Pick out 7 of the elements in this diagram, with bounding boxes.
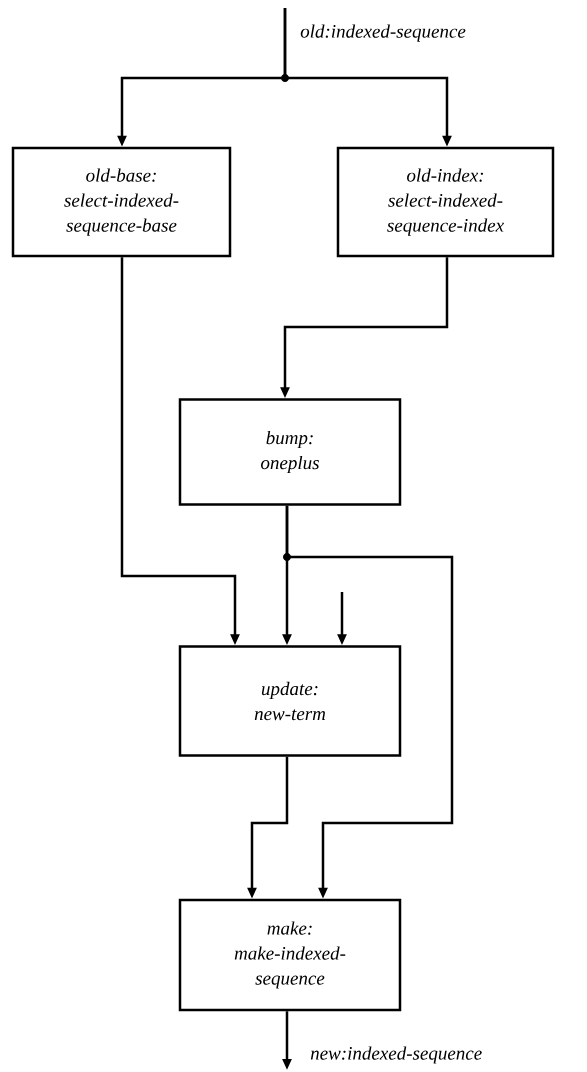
process-box: old-base: select-indexed-sequence-base [11, 146, 232, 258]
process-box: make: make-indexed-sequence [178, 898, 402, 1012]
port-label: new:indexed-sequence [310, 1046, 482, 1064]
process-box: update: new-term [178, 645, 402, 757]
process-box: bump: oneplus [178, 398, 402, 506]
process-box: old-index: select-indexed-sequence-index [336, 146, 555, 258]
port-label: old:indexed-sequence [300, 24, 466, 42]
